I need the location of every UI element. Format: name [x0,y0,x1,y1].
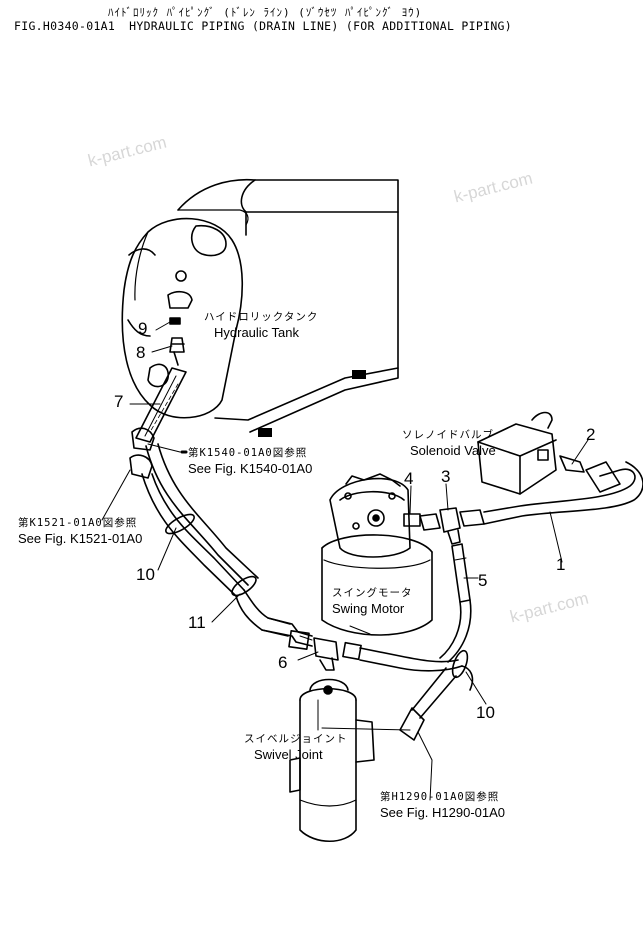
callout-3: 3 [441,467,451,486]
label-solenoid-valve-en: Solenoid Valve [410,443,496,458]
ref-k1521-en: See Fig. K1521-01A0 [18,531,143,546]
label-swivel-joint-en: Swivel Joint [254,747,323,762]
hose-7 [135,367,187,443]
ref-k1521: 第K1521-01A0図参照 See Fig. K1521-01A0 [18,516,142,546]
ref-k1540-jp: 第K1540-01A0図参照 [188,447,308,459]
callout-1: 1 [556,555,566,574]
ref-h1290-jp: 第H1290-01A0図参照 [380,791,500,803]
leader-lines [101,321,589,801]
solenoid-valve [477,411,585,495]
label-hydraulic-tank-en: Hydraulic Tank [214,325,300,340]
callout-5: 5 [478,571,488,590]
lower-drain-pipe [261,617,463,672]
callout-10-right: 10 [476,703,495,722]
elbow-fittings-left [129,427,155,479]
callout-7: 7 [114,392,124,411]
title-katakana: ﾊｲﾄﾞﾛﾘｯｸ ﾊﾟｲﾋﾟﾝｸﾞ (ﾄﾞﾚﾝ ﾗｲﾝ) (ｿﾞｳｾﾂ ﾊﾟｲﾋ… [108,6,423,19]
swivel-joint [289,678,375,842]
drain-hoses-left [141,443,291,637]
figure-number: FIG.H0340-01A1 [14,19,116,33]
ref-h1290-en: See Fig. H1290-01A0 [380,805,506,820]
label-swing-motor: スイングモータ Swing Motor [332,586,413,616]
label-swivel-joint: スイベルジョイント Swivel Joint [244,732,348,762]
figure-title-line: FIG.H0340-01A1 HYDRAULIC PIPING (DRAIN LI… [14,19,526,33]
ref-k1540-en: See Fig. K1540-01A0 [188,461,313,476]
motor-fittings [403,507,485,545]
label-solenoid-valve-jp: ソレノイドバルブ [402,429,494,441]
tank-outlet-fittings [169,317,185,366]
callout-11: 11 [188,613,206,632]
label-solenoid-valve: ソレノイドバルブ Solenoid Valve [402,428,496,458]
hose-1 [483,461,643,525]
label-swivel-joint-jp: スイベルジョイント [244,733,348,745]
callout-6: 6 [278,653,288,672]
hose-10-right [399,649,474,741]
callout-2: 2 [586,425,596,444]
callout-4: 4 [404,469,414,488]
hydraulic-tank-body [177,178,399,437]
ref-k1540: 第K1540-01A0図参照 See Fig. K1540-01A0 [188,446,312,476]
hose-5 [439,543,472,663]
callout-10-left: 10 [136,565,155,584]
figure-title: HYDRAULIC PIPING (DRAIN LINE) (FOR ADDIT… [129,19,512,33]
ref-k1521-jp: 第K1521-01A0図参照 [18,517,138,529]
label-swing-motor-en: Swing Motor [332,601,405,616]
callout-8: 8 [136,343,146,362]
ref-h1290: 第H1290-01A0図参照 See Fig. H1290-01A0 [380,790,505,820]
callout-9: 9 [138,319,148,338]
swing-motor [321,473,433,636]
hydraulic-tank-end [121,217,244,419]
label-swing-motor-jp: スイングモータ [332,587,413,599]
label-hydraulic-tank: ハイドロリックタンク Hydraulic Tank [204,310,318,340]
label-hydraulic-tank-jp: ハイドロリックタンク [204,311,319,323]
